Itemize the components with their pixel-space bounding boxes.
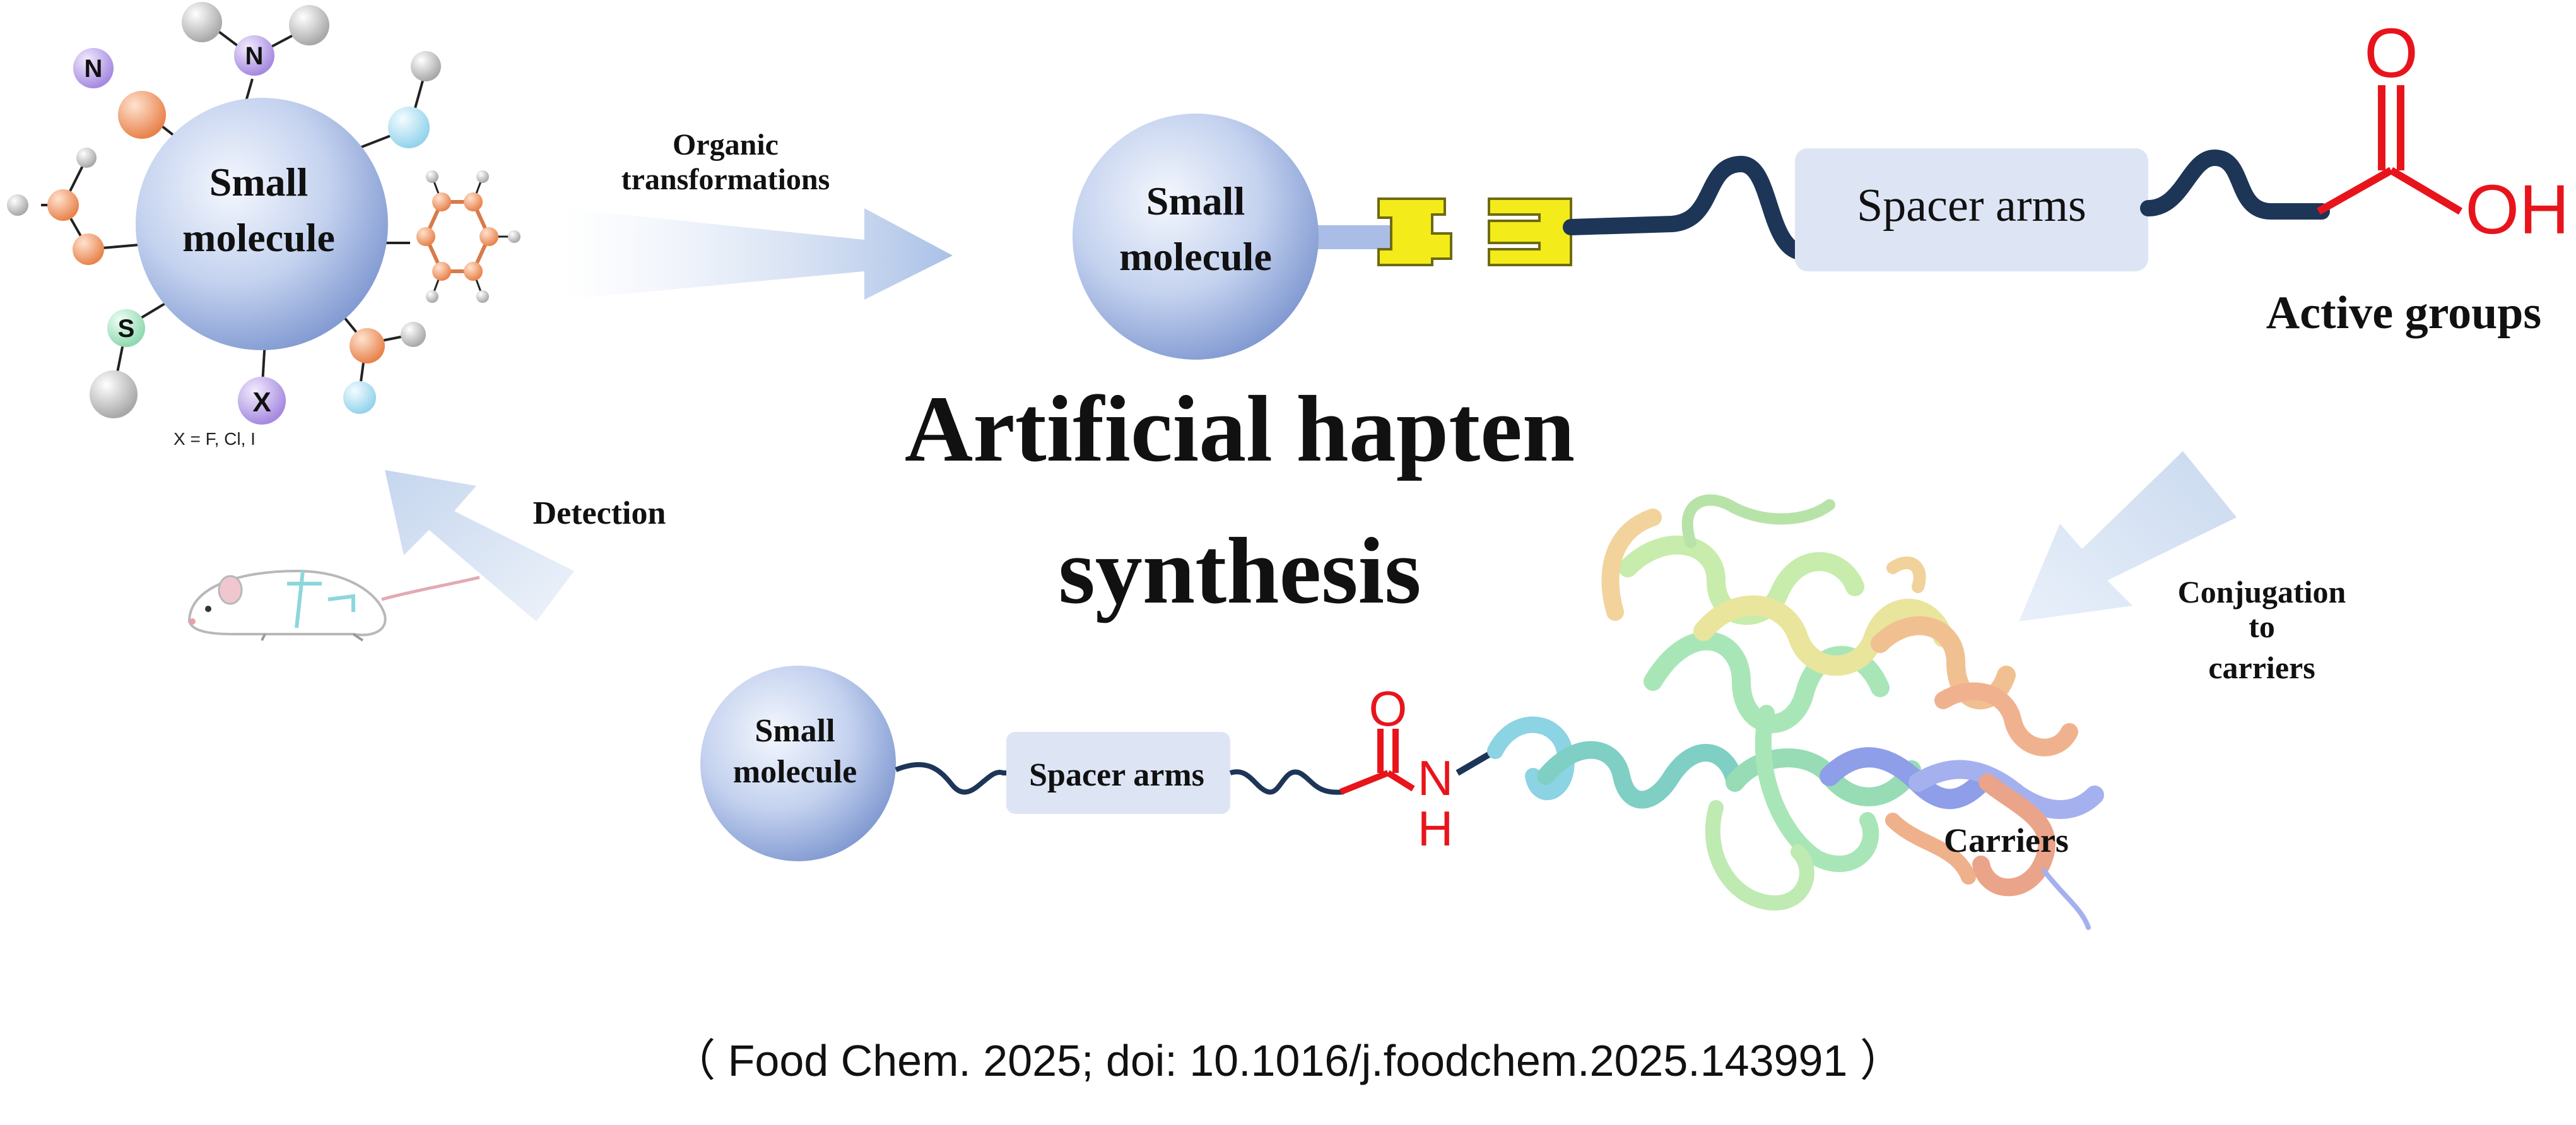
citation-text: （ Food Chem. 2025; doi: 10.1016/j.foodch… <box>671 1036 1904 1085</box>
organic-label-line1: Organic <box>673 128 779 162</box>
conjugation-label-line2: to <box>2249 609 2275 644</box>
hydrogen-ball <box>7 194 28 216</box>
title-line2: synthesis <box>1058 519 1421 623</box>
amide-hydrogen-label: H <box>1418 801 1453 856</box>
spacer-arms-box <box>1795 148 2148 271</box>
carrier-protein-ribbon <box>1487 494 2104 930</box>
nitrogen-atom-ball-top <box>234 35 274 76</box>
conjugation-label-line3: carriers <box>2208 650 2315 685</box>
small-molecule-label-line1: Small <box>209 160 308 204</box>
sulfur-atom-label: S <box>118 315 135 343</box>
small-molecule-sphere-topleft <box>136 98 388 350</box>
hydroxyl-label: OH <box>2466 171 2570 249</box>
hydrogen-ball <box>401 322 426 347</box>
carboxyl-group <box>2317 85 2463 215</box>
halogen-atom-ball <box>238 377 286 425</box>
spacer-linker-line <box>2140 149 2330 220</box>
halogen-note: X = F, Cl, I <box>173 429 256 449</box>
halogen-atom-label: X <box>252 387 271 418</box>
spacer-linker-line <box>895 762 1009 795</box>
sulfur-atom-ball <box>107 309 145 347</box>
organic-transformations-arrow: Organic transformations <box>562 128 953 300</box>
spacer-linker-line <box>1563 155 1825 261</box>
small-molecule-sphere-bottom <box>700 666 896 861</box>
substituted-small-molecule: Small molecule N N S X X = F, Cl, I <box>7 2 520 449</box>
amide-nitrogen-label: N <box>1418 750 1453 806</box>
spacer-arms-label: Spacer arms <box>1857 180 2086 232</box>
small-molecule-sphere-top <box>1073 114 1319 360</box>
nitrogen-atom-ball <box>73 48 114 88</box>
amide-oxygen-label: O <box>1369 681 1408 736</box>
oxygen-ball <box>47 189 79 221</box>
hydrogen-ball <box>76 148 97 168</box>
hapten-protein-conjugate: Small molecule Spacer arms O N H <box>700 494 2104 930</box>
nitrogen-atom-label: N <box>85 55 103 83</box>
small-molecule-label-line2: molecule <box>182 215 335 260</box>
cyan-ball <box>388 107 430 148</box>
small-molecule-label-line1: Small <box>755 713 835 749</box>
small-molecule-label-line1: Small <box>1146 179 1245 223</box>
hydrogen-ball <box>90 370 138 418</box>
oxygen-ball <box>350 328 385 363</box>
title-line1: Artificial hapten <box>905 377 1575 481</box>
oxygen-atom-label: O <box>2364 15 2418 92</box>
hydrogen-ball <box>182 2 222 42</box>
spacer-arms-box <box>1006 732 1230 814</box>
detection-label: Detection <box>533 495 666 531</box>
oxygen-ball <box>73 233 104 265</box>
oxygen-ball <box>118 91 166 139</box>
benzene-atoms <box>416 170 520 303</box>
hapten-top-construct: Small molecule Spacer arms O OH Active g… <box>1073 15 2570 360</box>
organic-label-line2: transformations <box>621 163 830 196</box>
carriers-label: Carriers <box>1944 822 2069 859</box>
cyan-ball <box>343 381 376 414</box>
nitrogen-atom-label-top: N <box>245 42 264 70</box>
detection-arrow: Detection <box>385 470 666 621</box>
central-title: Artificial hapten synthesis <box>905 377 1575 623</box>
active-groups-label: Active groups <box>2266 287 2541 339</box>
spacer-arms-label: Spacer arms <box>1029 757 1204 793</box>
mouse-illustration <box>187 569 480 642</box>
conjugation-arrow: Conjugation to carriers <box>2019 451 2346 685</box>
connector-pieces <box>1377 197 1572 266</box>
spacer-linker-line <box>1229 769 1344 795</box>
hydrogen-ball <box>289 5 329 45</box>
small-molecule-label-line2: molecule <box>733 754 857 790</box>
conjugation-label-line1: Conjugation <box>2178 574 2346 610</box>
hydrogen-ball <box>411 51 441 81</box>
small-molecule-label-line2: molecule <box>1119 234 1272 279</box>
